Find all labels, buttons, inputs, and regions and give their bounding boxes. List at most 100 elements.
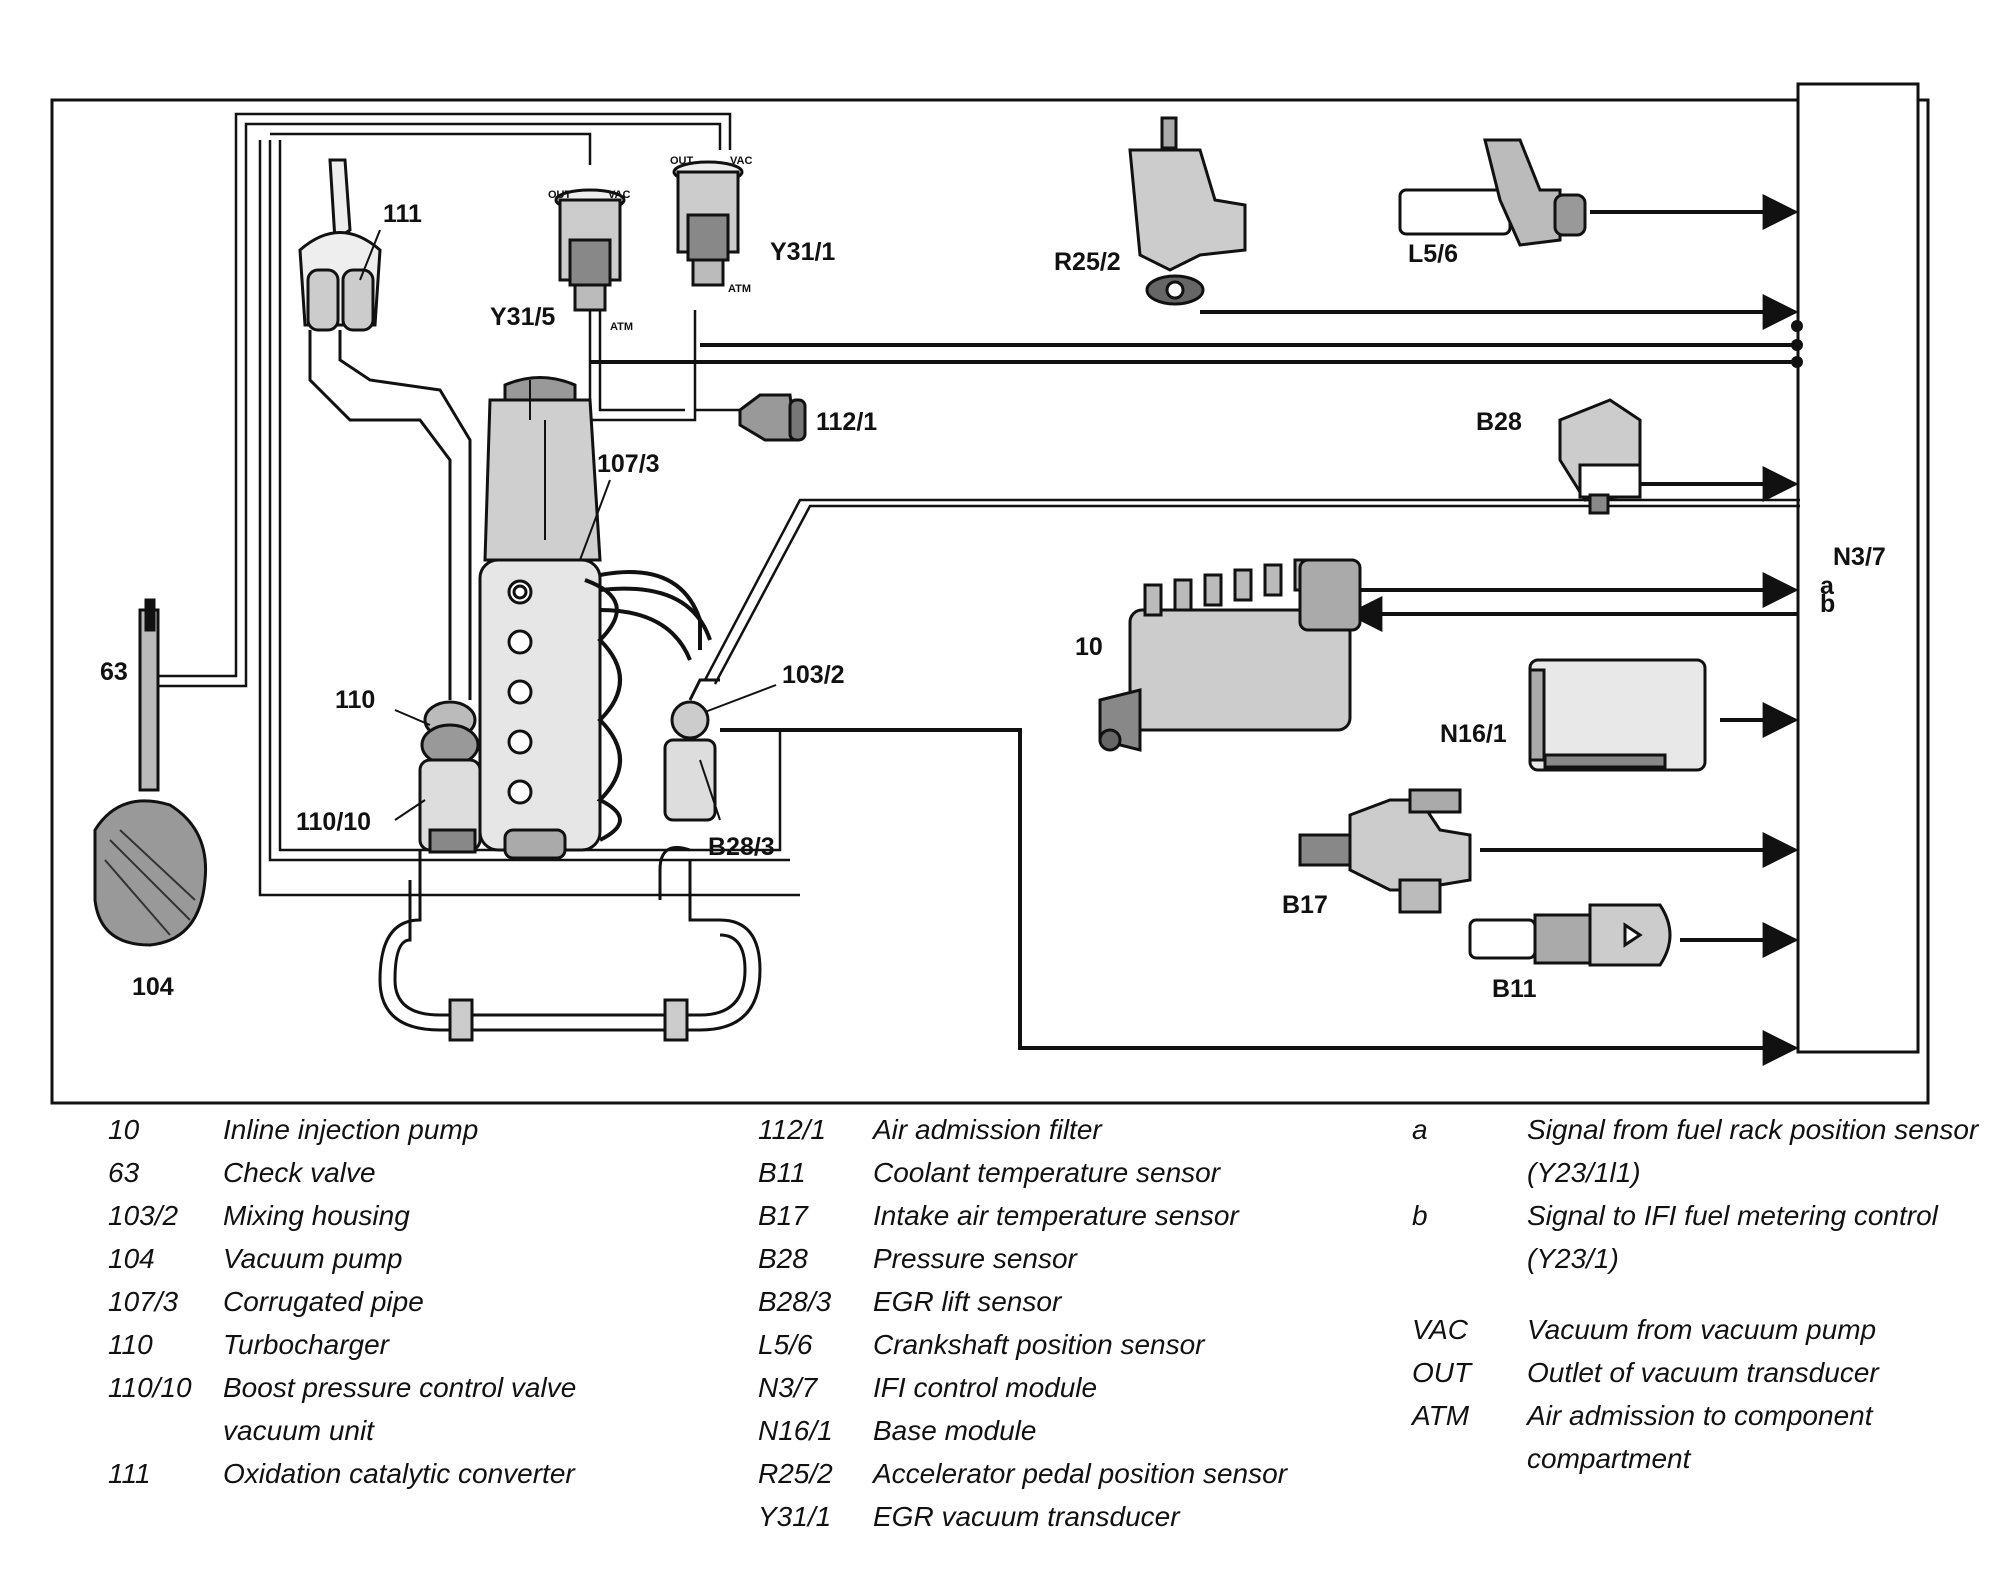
engine-block xyxy=(478,376,712,860)
b28-3-signal-line xyxy=(703,498,1800,685)
legend-code: 63 xyxy=(108,1157,140,1188)
label-atm-y31-1: ATM xyxy=(728,283,751,295)
legend-code: B28/3 xyxy=(758,1286,832,1317)
legend-desc: Crankshaft position sensor xyxy=(873,1329,1205,1360)
label-10: 10 xyxy=(1075,633,1103,661)
pressure-sensor-b28 xyxy=(1558,398,1642,515)
turbocharger-110 xyxy=(418,700,482,854)
legend-code: 10 xyxy=(108,1114,140,1145)
legend-desc: Accelerator pedal position sensor xyxy=(873,1458,1288,1489)
legend-code: ATM xyxy=(1412,1400,1470,1431)
legend-code: 110 xyxy=(108,1329,153,1360)
legend-desc: Signal to IFI fuel metering control (Y23… xyxy=(1527,1200,1938,1274)
vacuum-pump-104 xyxy=(93,598,208,947)
crankshaft-sensor-l5-6 xyxy=(1398,138,1587,247)
legend-code: 104 xyxy=(108,1243,155,1274)
legend-code: 107/3 xyxy=(108,1286,179,1317)
egr-system-diagram: 111 Y31/5 Y31/1 R25/2 L5/6 112/1 107/3 B… xyxy=(50,82,1930,1105)
legend-code: N3/7 xyxy=(758,1372,818,1403)
egr-vacuum-transducer-y31-5 xyxy=(554,188,626,312)
label-n16-1: N16/1 xyxy=(1440,720,1507,748)
legend-desc: Pressure sensor xyxy=(873,1243,1077,1274)
legend-code: 110/10 xyxy=(108,1372,192,1403)
legend-code: R25/2 xyxy=(758,1458,833,1489)
legend-code: VAC xyxy=(1412,1314,1469,1345)
legend-desc: Signal from fuel rack position sensor (Y… xyxy=(1527,1114,1979,1188)
label-vac-y31-5: VAC xyxy=(608,189,630,201)
label-out-y31-5: OUT xyxy=(548,189,572,201)
legend-code: 112/1 xyxy=(758,1114,826,1145)
junction-dot xyxy=(1791,320,1803,332)
legend-desc: Intake air temperature sensor xyxy=(873,1200,1239,1231)
signal-lines xyxy=(590,194,1800,1066)
label-n3-7: N3/7 xyxy=(1833,543,1886,571)
legend-desc: Air admission filter xyxy=(873,1114,1102,1145)
label-l5-6: L5/6 xyxy=(1408,240,1458,268)
legend-item: B28/3 EGR lift sensor xyxy=(758,1280,1378,1323)
label-104: 104 xyxy=(132,973,174,1001)
legend-desc: Boost pressure control valve vacuum unit xyxy=(223,1372,577,1446)
legend-desc: IFI control module xyxy=(873,1372,1098,1403)
legend-item: VAC Vacuum from vacuum pump xyxy=(1412,1308,1992,1351)
legend-code: N16/1 xyxy=(758,1415,833,1446)
legend-desc: Turbocharger xyxy=(223,1329,390,1360)
coolant-temp-sensor-b11 xyxy=(1468,903,1672,967)
catalytic-converter-111 xyxy=(298,158,472,700)
legend-desc: Check valve xyxy=(223,1157,376,1188)
legend-item: 112/1 Air admission filter xyxy=(758,1108,1378,1151)
legend-item: 110/10 Boost pressure control valve vacuu… xyxy=(108,1366,628,1452)
egr-vacuum-transducer-y31-1 xyxy=(672,160,744,287)
legend-item: R25/2 Accelerator pedal position sensor xyxy=(758,1452,1378,1495)
label-b28: B28 xyxy=(1476,408,1522,436)
legend-desc: Vacuum from vacuum pump xyxy=(1527,1314,1877,1345)
legend-desc: EGR vacuum transducer xyxy=(873,1501,1180,1532)
label-y31-5: Y31/5 xyxy=(490,303,555,331)
legend-desc: EGR lift sensor xyxy=(873,1286,1062,1317)
diagram-frame xyxy=(50,98,1930,1105)
label-107-3: 107/3 xyxy=(597,450,660,478)
label-atm-y31-5: ATM xyxy=(610,321,633,333)
air-admission-filter-112-1 xyxy=(738,393,807,442)
legend-item: N16/1 Base module xyxy=(758,1409,1378,1452)
junction-dot xyxy=(1791,339,1803,351)
legend-spacer xyxy=(1412,1280,1992,1308)
legend-code: 103/2 xyxy=(108,1200,179,1231)
mixing-housing-103-2 xyxy=(663,678,720,822)
legend-desc: Outlet of vacuum transducer xyxy=(1527,1357,1879,1388)
legend-desc: Oxidation catalytic converter xyxy=(223,1458,575,1489)
junction-dot xyxy=(1791,356,1803,368)
legend-code: b xyxy=(1412,1200,1428,1231)
legend-code: OUT xyxy=(1412,1357,1472,1388)
legend-item: 10 Inline injection pump xyxy=(108,1108,628,1151)
label-63: 63 xyxy=(100,658,128,686)
label-110-10: 110/10 xyxy=(296,808,371,836)
intake-pipe-loop xyxy=(378,846,762,1042)
label-103-2: 103/2 xyxy=(782,661,845,689)
inline-injection-pump-10 xyxy=(1098,558,1362,752)
legend-desc: Inline injection pump xyxy=(223,1114,479,1145)
legend-desc: Air admission to component compartment xyxy=(1527,1400,1873,1474)
legend-item: ATM Air admission to component compartmen… xyxy=(1412,1394,1992,1480)
legend-desc: Base module xyxy=(873,1415,1037,1446)
legend-item: OUT Outlet of vacuum transducer xyxy=(1412,1351,1992,1394)
legend-item: b Signal to IFI fuel metering control (Y2… xyxy=(1412,1194,1992,1280)
label-110: 110 xyxy=(335,686,375,714)
legend-code: L5/6 xyxy=(758,1329,813,1360)
diagram-labels: 111 Y31/5 Y31/1 R25/2 L5/6 112/1 107/3 B… xyxy=(100,155,1886,1003)
legend-item: B17 Intake air temperature sensor xyxy=(758,1194,1378,1237)
legend-code: B28 xyxy=(758,1243,808,1274)
legend-desc: Corrugated pipe xyxy=(223,1286,424,1317)
label-r25-2: R25/2 xyxy=(1054,248,1121,276)
label-y31-1: Y31/1 xyxy=(770,238,835,266)
legend-code: B17 xyxy=(758,1200,808,1231)
accelerator-pedal-sensor-r25-2 xyxy=(1128,116,1247,306)
label-vac-y31-1: VAC xyxy=(730,155,752,167)
label-b: b xyxy=(1820,590,1835,618)
